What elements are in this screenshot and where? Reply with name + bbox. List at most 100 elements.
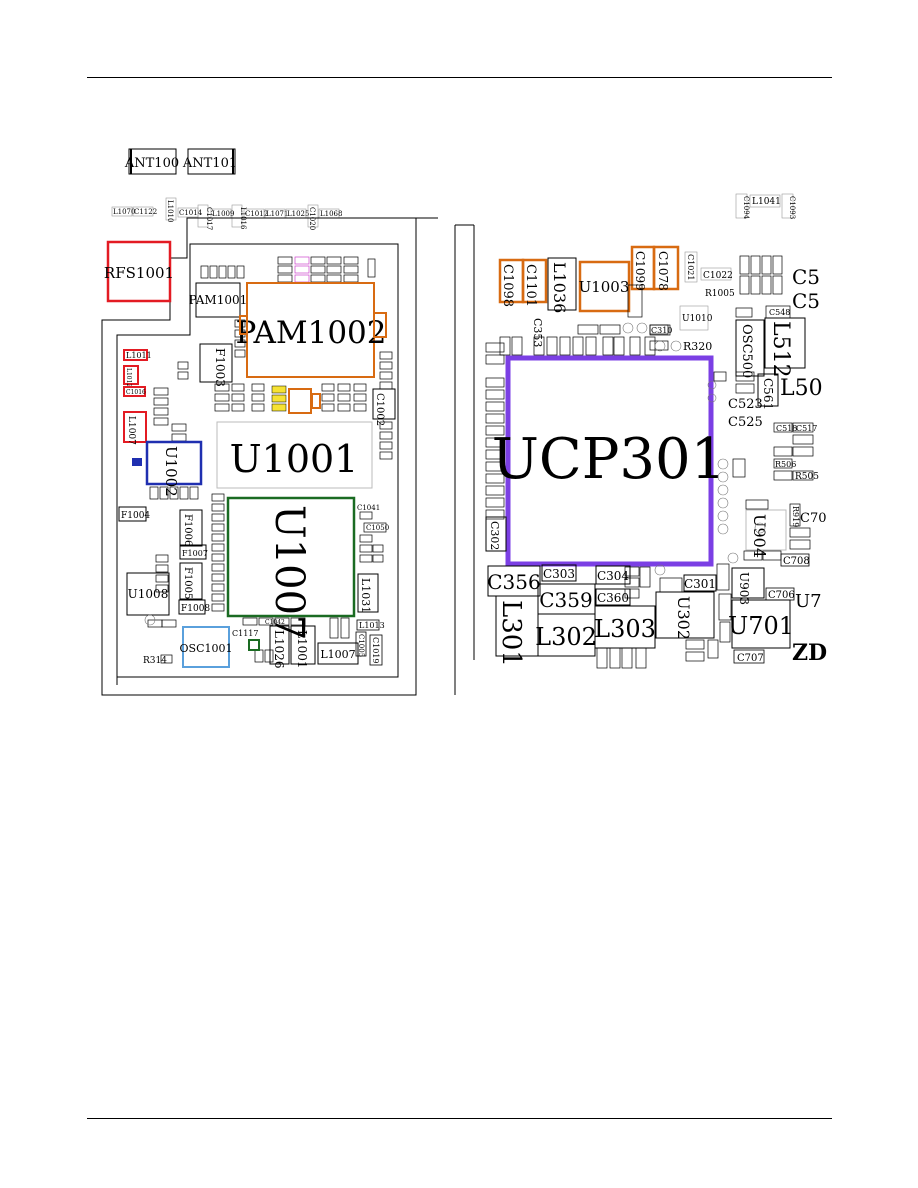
c1041: C1041	[357, 504, 380, 512]
l1013: L1013	[356, 619, 385, 631]
f1008: F1008	[178, 599, 210, 615]
f1005: F1005	[179, 562, 203, 600]
svg-text:L1041: L1041	[752, 197, 781, 207]
l301: L301	[495, 595, 539, 667]
svg-text:C517: C517	[796, 424, 817, 433]
c1005: C1005	[355, 631, 367, 657]
pam1001: PAM1001	[189, 282, 247, 318]
c708: C708	[780, 553, 810, 567]
svg-text:C1021: C1021	[686, 254, 695, 280]
svg-text:C359: C359	[539, 588, 592, 612]
svg-text:L1071: L1071	[266, 210, 288, 218]
svg-text:L1009: L1009	[212, 210, 234, 218]
svg-text:ANT100: ANT100	[124, 156, 179, 171]
f1004: F1004	[118, 506, 150, 522]
c707: C707	[733, 649, 765, 664]
c1019: C1019	[369, 634, 383, 666]
r320: R320	[683, 340, 712, 353]
u1002: U1002	[132, 440, 203, 497]
svg-text:C708: C708	[783, 556, 810, 567]
svg-text:C1117: C1117	[232, 629, 258, 638]
osc1001: OSC1001	[180, 626, 232, 668]
svg-text:C706: C706	[768, 590, 795, 601]
c5-bottom: C5	[792, 289, 820, 313]
svg-text:C1093: C1093	[788, 196, 796, 219]
svg-text:U1002: U1002	[162, 446, 180, 497]
f1006: F1006	[179, 509, 203, 547]
svg-text:L302: L302	[535, 623, 597, 651]
svg-text:L303: L303	[594, 615, 656, 643]
svg-text:C525: C525	[728, 415, 763, 430]
c301: C301	[683, 574, 717, 592]
svg-text:L512: L512	[768, 321, 793, 378]
u903: U903	[731, 567, 765, 605]
c1099: C1099	[630, 245, 656, 291]
r919: R919	[791, 506, 800, 527]
svg-text:L1025: L1025	[287, 210, 309, 218]
c706: C706	[765, 587, 795, 601]
svg-text:U701: U701	[728, 612, 794, 640]
c303: C303	[541, 564, 577, 582]
r1005: R1005	[705, 289, 735, 299]
c1042: C1042	[265, 619, 285, 626]
f1007: F1007	[179, 544, 208, 560]
svg-text:C1005: C1005	[357, 634, 365, 657]
c518: C518	[776, 424, 797, 433]
svg-text:L1001: L1001	[295, 630, 309, 669]
svg-text:C1078: C1078	[656, 251, 670, 291]
svg-text:C1042: C1042	[265, 619, 285, 626]
svg-text:C1098: C1098	[500, 264, 515, 307]
svg-text:C1019: C1019	[371, 637, 380, 663]
top-row-components: L1070 C1122 L1010 C1014 C1017 L1009 L101…	[111, 197, 342, 230]
c517: C517	[796, 424, 817, 433]
l302: L302	[535, 613, 597, 657]
u1010: U1010	[679, 305, 713, 331]
svg-text:L1011: L1011	[126, 351, 152, 360]
rfs1001: RFS1001	[104, 240, 174, 303]
svg-text:U1003: U1003	[579, 278, 630, 296]
svg-text:C70: C70	[800, 511, 827, 526]
u7: U7	[795, 591, 822, 612]
c1117: C1117	[232, 629, 258, 638]
svg-text:ANT101: ANT101	[182, 156, 237, 171]
c356: C356	[487, 565, 541, 597]
svg-text:U903: U903	[737, 572, 751, 605]
svg-text:F1007: F1007	[182, 549, 208, 558]
u1001: U1001	[216, 421, 373, 489]
svg-text:L1013: L1013	[359, 621, 385, 630]
svg-text:C5: C5	[792, 265, 820, 289]
c5-top: C5	[792, 265, 820, 289]
svg-text:C1094: C1094	[742, 196, 750, 220]
left-small-caps	[147, 256, 393, 663]
u302: U302	[655, 591, 715, 640]
svg-text:C1002: C1002	[374, 393, 385, 426]
svg-text:F1008: F1008	[181, 604, 210, 614]
svg-text:PAM1002: PAM1002	[235, 315, 386, 351]
l512: L512	[764, 317, 806, 378]
svg-text:U1001: U1001	[230, 437, 359, 481]
test-points	[144, 322, 766, 626]
pam1002: PAM1002	[235, 282, 387, 378]
svg-text:C1014: C1014	[179, 209, 203, 217]
svg-text:L1026: L1026	[272, 630, 286, 669]
svg-text:L1007: L1007	[126, 416, 136, 445]
svg-text:L1012: L1012	[125, 368, 132, 387]
c1098: C1098	[498, 258, 525, 307]
svg-text:U1008: U1008	[128, 587, 169, 601]
green-small-box	[248, 639, 260, 651]
c1101: C1101	[521, 258, 548, 307]
c302: C302	[485, 516, 507, 552]
c310: C310	[649, 324, 672, 336]
svg-text:C5: C5	[792, 289, 820, 313]
c1078: C1078	[652, 245, 680, 291]
svg-text:C1041: C1041	[357, 504, 380, 512]
svg-text:C360: C360	[597, 591, 629, 605]
svg-text:R1005: R1005	[705, 289, 735, 299]
svg-text:R919: R919	[791, 506, 800, 527]
svg-text:RFS1001: RFS1001	[104, 264, 174, 282]
svg-text:R506: R506	[775, 460, 796, 469]
c525: C525	[728, 415, 763, 430]
c359: C359	[537, 583, 596, 615]
svg-text:F1003: F1003	[213, 348, 227, 387]
